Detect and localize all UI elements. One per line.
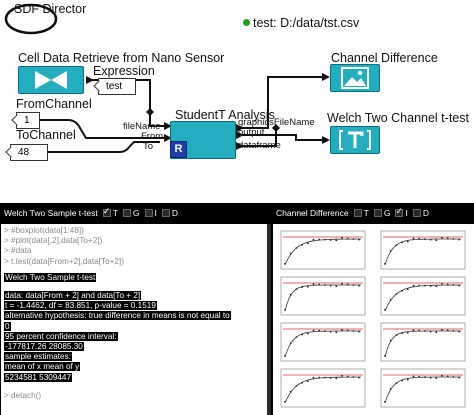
workflow-wires xyxy=(4,3,330,153)
console-output-line: sample estimates: xyxy=(4,352,72,362)
console-output-line: Welch Two Sample t-test xyxy=(4,272,97,282)
r-console-output[interactable]: > #boxplot(data[1:48]) > #plot(data[,2],… xyxy=(1,224,267,415)
welch-toggle-t[interactable]: T xyxy=(102,206,118,218)
image-display-icon xyxy=(341,67,369,89)
plot-toggle-t[interactable]: T xyxy=(353,208,369,218)
port-from-label: From xyxy=(141,131,164,142)
expression-label: Expression xyxy=(93,64,155,78)
console-command: > #data xyxy=(4,246,32,256)
console-command: > detach() xyxy=(4,390,42,400)
studentt-label: StudentT Analysis xyxy=(175,108,275,122)
plot-grid xyxy=(280,230,466,408)
thumbnail-plot xyxy=(380,276,466,316)
port-dataframe-label: dataframe xyxy=(238,140,281,151)
from-channel-label: FromChannel xyxy=(16,97,92,111)
director-label: SDF Director xyxy=(14,2,87,16)
console-output-line: 5234581 5309447 xyxy=(4,372,73,382)
thumbnail-plot xyxy=(280,276,366,316)
welch-label: Welch Two Channel t-test xyxy=(327,111,469,125)
welch-window-titlebar[interactable]: Welch Two Sample t-test T G I D xyxy=(0,203,270,223)
channel-difference-plots xyxy=(273,224,474,415)
welch-window-title: Welch Two Sample t-test xyxy=(4,208,98,218)
to-channel-label: ToChannel xyxy=(16,128,76,142)
plot-toggle-g[interactable]: G xyxy=(373,208,390,218)
console-output-line: t = -1.4462, df = 83.851, p-value = 0.15… xyxy=(4,301,157,311)
console-output-line: 95 percent confidence interval: xyxy=(4,331,118,341)
to-channel-value-box[interactable]: 48 xyxy=(10,144,48,161)
welch-toggle-d[interactable]: D xyxy=(161,208,178,218)
port-output-label: output xyxy=(238,127,265,138)
console-output-line: data: data[From + 2] and data[To + 2] xyxy=(4,291,142,301)
port-graphics-filename-label: graphicsFileName xyxy=(238,117,315,128)
port-to-label: To xyxy=(143,141,154,152)
plot-window-title: Channel Difference xyxy=(276,208,349,218)
console-output-line: mean of x mean of y xyxy=(4,362,81,372)
channel-difference-actor[interactable] xyxy=(330,64,380,92)
output-windows: Welch Two Sample t-test T G I D Channel … xyxy=(0,203,474,415)
console-command: > #boxplot(data[1:48]) xyxy=(4,226,84,235)
welch-actor[interactable] xyxy=(330,126,380,154)
thumbnail-plot xyxy=(380,230,466,270)
console-output-line: 0 xyxy=(4,321,11,331)
status-dot xyxy=(243,19,250,26)
cell-data-actor[interactable] xyxy=(18,66,84,94)
welch-toggle-i[interactable]: I xyxy=(144,208,157,218)
workflow-canvas[interactable]: SDF Director test: D:/data/tst.csv Cell … xyxy=(0,0,474,203)
expression-value-box[interactable]: test xyxy=(98,78,136,95)
thumbnail-plot xyxy=(380,368,466,408)
cell-data-actor-label: Cell Data Retrieve from Nano Sensor xyxy=(18,51,225,65)
plot-toggle-d[interactable]: D xyxy=(412,208,429,218)
text-display-icon xyxy=(339,130,371,150)
thumbnail-plot xyxy=(280,230,366,270)
bowtie-icon xyxy=(35,71,67,89)
plot-window-titlebar[interactable]: Channel Difference T G I D xyxy=(272,203,474,223)
from-channel-value-box[interactable]: 1 xyxy=(16,112,40,129)
director-ellipse-icon[interactable] xyxy=(4,3,58,35)
channel-difference-label: Channel Difference xyxy=(331,51,438,65)
file-status-text: test: D:/data/tst.csv xyxy=(253,16,360,30)
thumbnail-plot xyxy=(280,322,366,362)
console-output-line: -177817.26 28085.30 xyxy=(4,342,84,352)
console-output-line: alternative hypothesis: true difference … xyxy=(4,311,231,321)
r-actor-icon: R xyxy=(170,141,187,158)
thumbnail-plot xyxy=(280,368,366,408)
welch-toggle-g[interactable]: G xyxy=(122,208,140,218)
console-command: > #plot(data[,2],data[To+2]) xyxy=(4,236,103,246)
thumbnail-plot xyxy=(380,322,466,362)
port-filename-label: fileName xyxy=(123,121,161,132)
console-command: > t.test(data[From+2],data[To+2]) xyxy=(4,256,124,266)
console-scrollbar[interactable] xyxy=(267,224,271,415)
plot-toggle-i[interactable]: I xyxy=(395,206,408,218)
